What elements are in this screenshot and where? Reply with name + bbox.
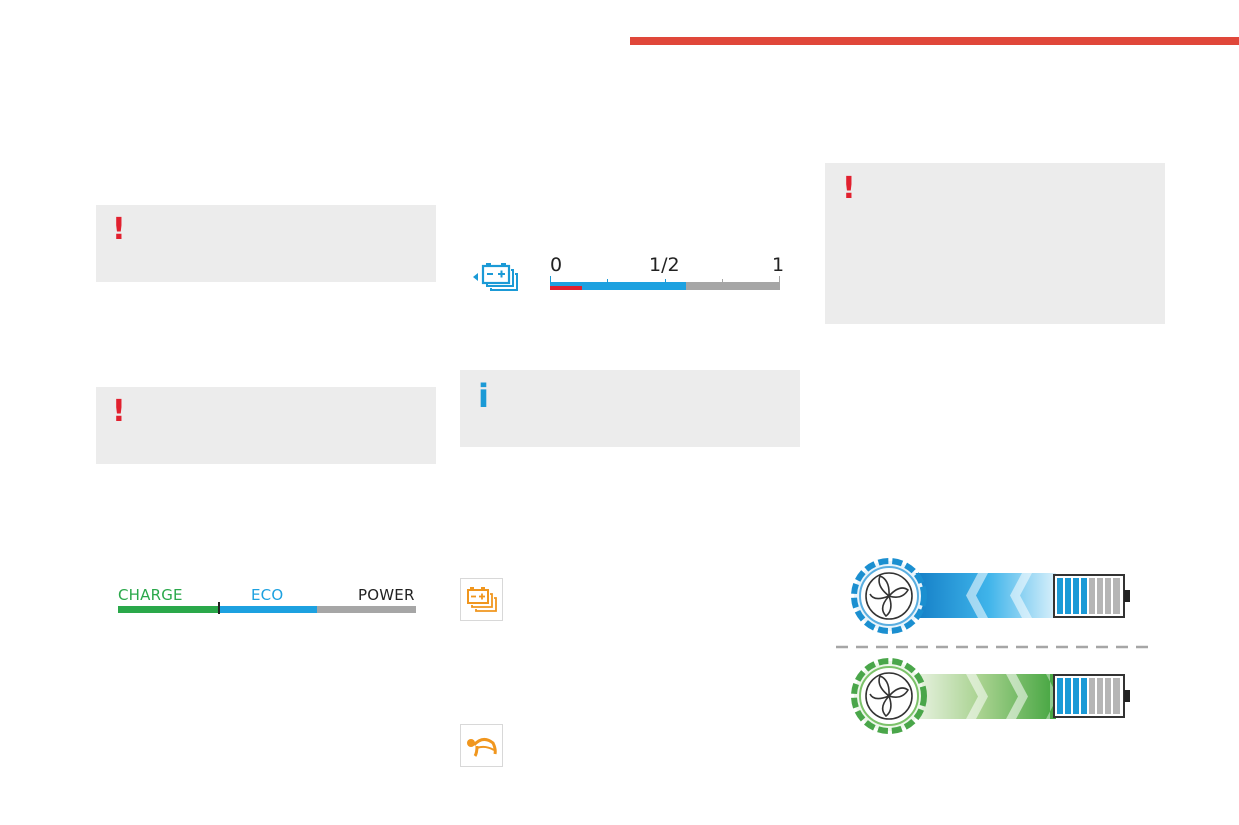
exclamation-icon: !: [842, 171, 856, 206]
tortoise-reduced-power-icon: [467, 738, 497, 757]
mode-segment-eco: [219, 606, 317, 613]
mode-label-charge: CHARGE: [118, 586, 183, 604]
gauge-tick: [779, 276, 780, 284]
gauge-fill: [550, 282, 686, 290]
mode-segment-charge: [118, 606, 219, 613]
warning-note-1: !: [96, 205, 436, 282]
gauge-tick-label-full: 1: [772, 254, 785, 276]
header-accent-bar: [630, 37, 1239, 45]
battery-low-charge-lamp: [460, 578, 503, 621]
regeneration-flow: [851, 658, 1130, 734]
info-icon: i: [478, 377, 489, 415]
gauge-tick: [722, 279, 723, 283]
gauge-tick-label-half: 1/2: [649, 254, 680, 276]
gauge-tick: [665, 279, 666, 283]
discharge-flow: [851, 558, 1130, 634]
battery-charge-level-icon: [473, 263, 518, 291]
warning-note-3: !: [825, 163, 1165, 324]
drive-mode-indicator: CHARGE ECO POWER: [118, 587, 416, 617]
reduced-power-lamp: [460, 724, 503, 767]
battery-charge-gauge: 0 1/2 1: [470, 252, 790, 302]
gauge-tick-label-0: 0: [550, 254, 563, 276]
gauge-low-zone: [550, 286, 582, 290]
energy-flow-diagram: [836, 558, 1154, 734]
mode-segment-power: [317, 606, 416, 613]
mode-label-power: POWER: [358, 586, 415, 604]
mode-divider-mark: [218, 602, 220, 614]
exclamation-icon: !: [112, 394, 126, 429]
gauge-tick: [550, 276, 551, 284]
gauge-tick: [607, 279, 608, 283]
mode-label-eco: ECO: [251, 586, 284, 604]
warning-note-2: !: [96, 387, 436, 464]
battery-low-charge-icon: [467, 587, 497, 612]
information-note: i: [460, 370, 800, 447]
exclamation-icon: !: [112, 212, 126, 247]
